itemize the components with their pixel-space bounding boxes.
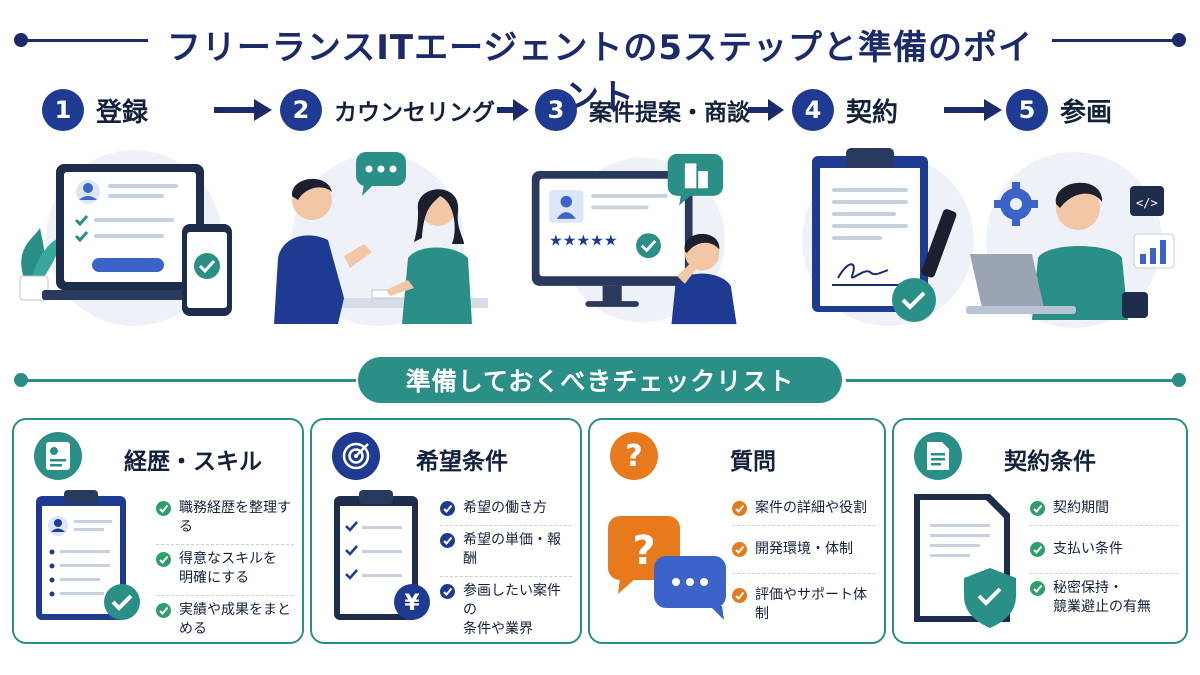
step-label: 契約 (846, 97, 899, 128)
list-item: 案件の詳細や役割 (732, 494, 876, 526)
item-text: 案件の詳細や役割 (755, 500, 867, 516)
page-title: フリーランスITエージェントの5ステップと準備のポイント (166, 28, 1034, 117)
svg-text:?: ? (632, 528, 655, 574)
item-text: 職務経歴を整理する (179, 500, 291, 535)
step-3: 3 案件提案・商談 (535, 88, 750, 132)
card-desired-conditions: 希望条件 ¥ 希望の働き方 希望の単価・報酬 参画したい案件の 条件や業界 (310, 418, 582, 644)
contract-document-shield-icon (914, 494, 1016, 628)
list-item: 評価やサポート体制 (732, 574, 876, 631)
proposal-illustration: ★★★★★ (531, 153, 737, 325)
check-icon (156, 552, 171, 567)
checklist-title: 準備しておくべきチェックリスト (358, 357, 842, 403)
item-list: 案件の詳細や役割 開発環境・体制 評価やサポート体制 (732, 494, 876, 631)
step-label: 案件提案・商談 (589, 100, 750, 126)
item-text: 参画したい案件の 条件や業界 (463, 583, 561, 637)
list-item: 秘密保持・ 競業避止の有無 (1030, 574, 1178, 624)
check-icon (156, 603, 171, 618)
signature-icon (837, 263, 889, 279)
list-item: 職務経歴を整理する (156, 494, 294, 545)
yen-icon (394, 584, 430, 620)
list-item: 希望の働き方 (440, 494, 572, 526)
registration-illustration (19, 150, 232, 326)
question-chat-bubbles-icon: ? (608, 516, 726, 620)
step-1: 1 登録 (42, 88, 148, 132)
counseling-illustration (274, 152, 488, 326)
card-title: 契約条件 (1004, 449, 1096, 475)
arrow-right-icon (944, 99, 1002, 121)
document-icon (914, 432, 962, 480)
step-label: カウンセリング (334, 100, 495, 126)
step-4: 4 契約 (792, 88, 898, 132)
clipboard-checklist-icon: ¥ (334, 490, 430, 620)
card-title: 希望条件 (416, 449, 508, 475)
check-icon (440, 533, 455, 548)
item-list: 契約期間 支払い条件 秘密保持・ 競業避止の有無 (1030, 494, 1178, 624)
target-icon (332, 432, 380, 480)
step-label: 参画 (1060, 97, 1113, 128)
svg-text:</>: </> (1136, 196, 1158, 210)
arrow-right-icon (748, 99, 784, 121)
checklist-right-dot (1172, 373, 1186, 387)
check-icon (1030, 501, 1045, 516)
rating-stars-icon: ★★★★★ (549, 232, 618, 250)
check-icon (732, 588, 747, 603)
title-right-dot (1172, 33, 1186, 47)
check-icon (732, 501, 747, 516)
clipboard-profile-icon (36, 490, 140, 620)
card-career-skills: 経歴・スキル 職務経歴を整理する 得意なスキルを 明確にする 実績や成果をまとめ… (12, 418, 304, 644)
item-text: 秘密保持・ 競業避止の有無 (1053, 580, 1151, 615)
step-number: 3 (535, 89, 577, 131)
card-title: 経歴・スキル (124, 449, 262, 475)
arrow-right-icon (497, 99, 529, 121)
question-icon: ? (610, 432, 658, 480)
item-text: 評価やサポート体制 (755, 587, 867, 622)
contract-illustration (802, 148, 974, 326)
check-icon (1030, 581, 1045, 596)
checklist-left-rule (20, 379, 356, 382)
check-icon (732, 542, 747, 557)
item-list: 職務経歴を整理する 得意なスキルを 明確にする 実績や成果をまとめる (156, 494, 294, 646)
step-2: 2 カウンセリング (280, 88, 495, 132)
list-item: 実績や成果をまとめる (156, 596, 294, 646)
code-icon (1130, 186, 1164, 216)
step-5: 5 参画 (1006, 88, 1112, 132)
step-label: 登録 (96, 97, 149, 128)
step-number: 1 (42, 89, 84, 131)
item-text: 支払い条件 (1053, 541, 1123, 557)
step-number: 5 (1006, 89, 1048, 131)
title-left-rule (20, 39, 148, 42)
card-contract-terms: 契約条件 契約期間 支払い条件 秘密保持・ 競業避止の有無 (892, 418, 1188, 644)
list-item: 参画したい案件の 条件や業界 (440, 577, 572, 646)
gear-icon (994, 182, 1038, 226)
check-icon (440, 501, 455, 516)
item-text: 得意なスキルを 明確にする (179, 551, 277, 586)
list-item: 希望の単価・報酬 (440, 526, 572, 577)
item-text: 開発環境・体制 (755, 541, 853, 557)
onboarding-illustration: </> (966, 152, 1175, 328)
check-icon (156, 501, 171, 516)
arrow-right-icon (214, 99, 272, 121)
step-number: 4 (792, 89, 834, 131)
list-item: 得意なスキルを 明確にする (156, 545, 294, 596)
item-text: 希望の働き方 (463, 500, 547, 516)
item-list: 希望の働き方 希望の単価・報酬 参画したい案件の 条件や業界 (440, 494, 572, 646)
list-item: 開発環境・体制 (732, 526, 876, 574)
item-text: 希望の単価・報酬 (463, 532, 561, 567)
checklist-header: 準備しておくべきチェックリスト (0, 357, 1200, 405)
step-number: 2 (280, 89, 322, 131)
svg-text:¥: ¥ (404, 591, 420, 616)
profile-icon (34, 432, 82, 480)
card-questions: ? 質問 ? 案件の詳細や役割 開発環境・体制 評価やサポート体制 (588, 418, 886, 644)
item-text: 実績や成果をまとめる (179, 602, 291, 637)
list-item: 支払い条件 (1030, 526, 1178, 574)
check-icon (440, 584, 455, 599)
check-icon (1030, 542, 1045, 557)
item-text: 契約期間 (1053, 500, 1109, 516)
checklist-right-rule (846, 379, 1174, 382)
page-header: フリーランスITエージェントの5ステップと準備のポイント (0, 14, 1200, 117)
title-right-rule (1052, 39, 1180, 42)
card-title: 質問 (730, 449, 776, 475)
list-item: 契約期間 (1030, 494, 1178, 526)
